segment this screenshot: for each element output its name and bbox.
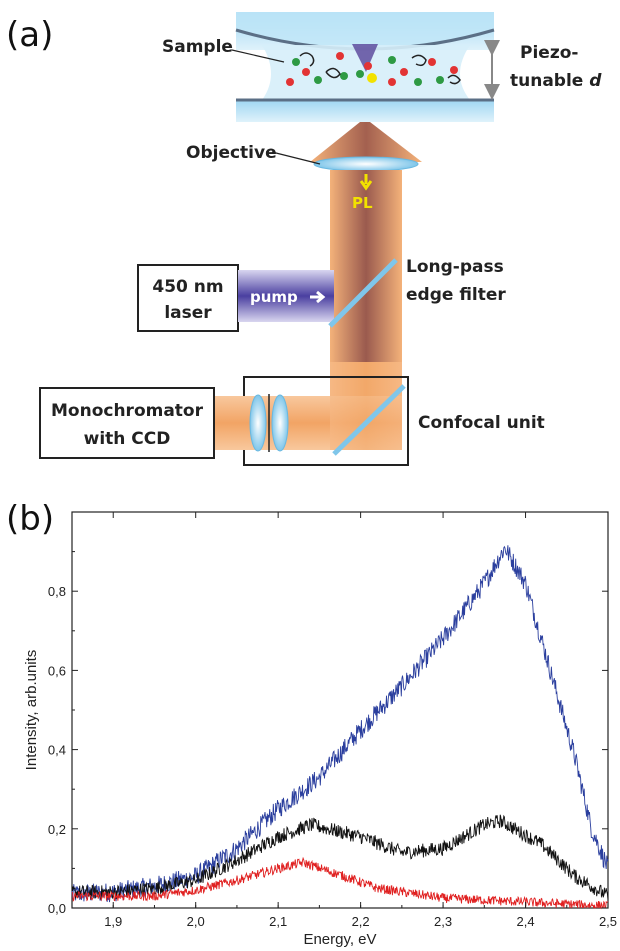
sample-cavity	[235, 12, 495, 122]
pump-arrow-icon	[310, 290, 326, 304]
plot-frame	[71, 511, 609, 909]
piezo-label-line2: tunable d	[510, 71, 602, 91]
confocal-label: Confocal unit	[418, 413, 545, 433]
long-pass-filter	[328, 258, 398, 328]
spectrum-series-1	[71, 545, 609, 903]
objective-lens	[313, 156, 419, 172]
y-tick-label: 0,0	[48, 901, 66, 916]
x-tick-label: 2,5	[599, 914, 617, 929]
laser-box	[137, 264, 239, 332]
laser-label-line1: 450 nm	[152, 277, 223, 297]
panel-a-label: (a)	[6, 15, 53, 55]
pl-spectrum-chart: 1,9 2,0 2,1 2,2 2,3 2,4 2,5 0,0 0,2 0,4 0,6 0,8 En…	[23, 511, 617, 948]
spectrum-series-2	[71, 814, 609, 901]
mono-label-line2: with CCD	[84, 429, 171, 449]
bottom-mirror-glass	[236, 100, 494, 122]
panel-b-label: (b)	[6, 499, 54, 539]
y-axis-label: Intensity, arb.units	[23, 650, 40, 771]
piezo-label-line1: Piezo-	[520, 43, 578, 63]
sample-label: Sample	[162, 37, 233, 57]
x-tick-label: 2,2	[352, 914, 370, 929]
pl-arrow-icon	[359, 174, 373, 191]
series-layer	[71, 545, 609, 910]
y-axis-ticks: 0,0 0,2 0,4 0,6 0,8	[48, 551, 608, 916]
spectrum-series-3	[71, 856, 609, 910]
focus-spot	[352, 44, 378, 72]
sample-pointer	[231, 49, 285, 63]
x-tick-label: 2,4	[516, 914, 534, 929]
y-tick-label: 0,2	[48, 822, 66, 837]
x-tick-label: 2,1	[269, 914, 287, 929]
pl-label: PL	[352, 194, 373, 212]
pump-label: pump	[250, 288, 298, 306]
laser-label-line2: laser	[164, 303, 212, 323]
monochromator-box	[39, 387, 215, 459]
x-tick-label: 2,3	[434, 914, 452, 929]
filter-label-line2: edge filter	[406, 285, 506, 305]
molecules	[286, 52, 461, 86]
x-tick-label: 2,0	[187, 914, 205, 929]
x-axis-ticks: 1,9 2,0 2,1 2,2 2,3 2,4 2,5	[71, 512, 617, 929]
objective-pointer	[271, 151, 321, 165]
confocal-lens-1	[249, 394, 267, 452]
confocal-lens-2	[271, 394, 289, 452]
x-tick-label: 1,9	[104, 914, 122, 929]
y-tick-label: 0,4	[48, 743, 66, 758]
confocal-mirror	[332, 384, 406, 456]
y-tick-label: 0,8	[48, 584, 66, 599]
focus-cone	[310, 122, 422, 162]
filter-label-line1: Long-pass	[406, 257, 504, 277]
x-axis-label: Energy, eV	[303, 931, 376, 948]
mono-label-line1: Monochromator	[51, 401, 204, 421]
y-tick-label: 0,6	[48, 663, 66, 678]
objective-label: Objective	[186, 143, 277, 163]
